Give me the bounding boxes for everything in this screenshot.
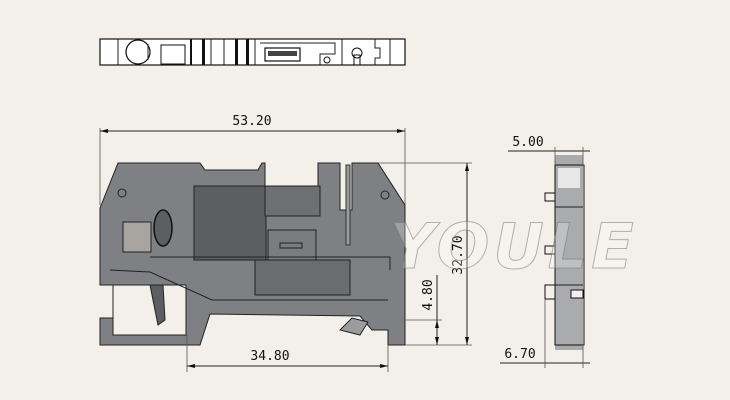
dimension-label: 32.70 xyxy=(451,235,466,274)
dimension-height: 32.70 xyxy=(378,162,472,346)
dimension-foot-height: 4.80 xyxy=(405,275,442,345)
dimension-top-width: 5.00 xyxy=(508,135,590,165)
top-view xyxy=(99,38,406,66)
dimension-label: 5.00 xyxy=(512,135,543,150)
watermark: YOULE xyxy=(390,210,638,283)
dimension-rail-span: 34.80 xyxy=(186,335,389,372)
dimension-label: 34.80 xyxy=(250,349,289,364)
front-view xyxy=(99,162,406,346)
dimension-label: 4.80 xyxy=(421,279,436,310)
dimension-overall-length: 53.20 xyxy=(99,114,406,205)
dimension-label: 6.70 xyxy=(504,347,535,362)
dimension-label: 53.20 xyxy=(232,114,271,129)
dimension-base-width: 6.70 xyxy=(500,299,590,368)
side-view xyxy=(544,155,585,350)
